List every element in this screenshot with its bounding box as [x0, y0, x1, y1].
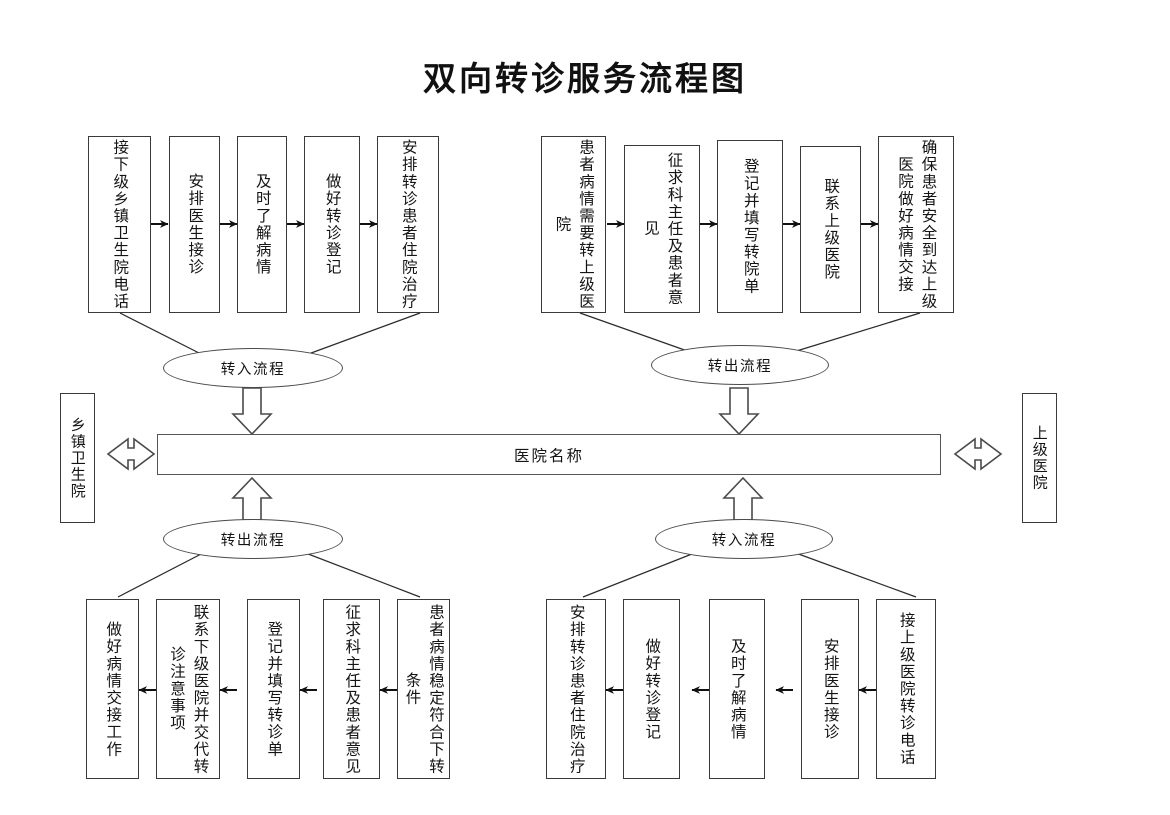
process-box-label: 安排转诊患者住院治疗	[567, 603, 586, 775]
block-arrow-down-right	[718, 387, 760, 436]
process-box-label: 接下级乡镇卫生院电话	[111, 139, 130, 310]
process-box-label: 做好病情交接工作	[104, 620, 123, 758]
double-arrow-right	[953, 437, 1003, 471]
process-box-top-right-5[interactable]: 确保患者安全到达上级医院做好病情交接	[878, 136, 954, 313]
process-box-label: 确保患者安全到达上级医院做好病情交接	[896, 139, 938, 310]
block-arrow-up-left	[231, 476, 273, 521]
process-box-label: 接上级医院转诊电话	[897, 612, 916, 766]
process-box-label: 联系上级医院	[822, 178, 841, 281]
process-box-bottom-right-1[interactable]: 安排转诊患者住院治疗	[546, 599, 606, 779]
process-box-bottom-right-2[interactable]: 做好转诊登记	[623, 599, 680, 779]
ellipse-transfer-out-top[interactable]: 转出流程	[651, 345, 829, 385]
process-box-label: 患者病情需要转上级医院	[553, 139, 596, 310]
process-box-label: 及时了解病情	[253, 173, 272, 276]
process-box-bottom-right-5[interactable]: 接上级医院转诊电话	[876, 599, 936, 779]
process-box-bottom-right-3[interactable]: 及时了解病情	[709, 599, 765, 779]
process-box-bottom-left-2[interactable]: 联系下级医院并交代转诊注意事项	[156, 599, 220, 779]
process-box-label: 征求科主任及患者意见	[642, 152, 684, 306]
process-box-label: 登记并填写转诊单	[265, 620, 284, 758]
side-box-label: 上级医院	[1030, 425, 1049, 491]
hospital-name-label: 医院名称	[513, 446, 584, 465]
process-box-top-left-4[interactable]: 做好转诊登记	[304, 136, 360, 313]
process-box-label: 安排医生接诊	[186, 173, 205, 276]
process-box-top-right-1[interactable]: 患者病情需要转上级医院	[541, 136, 606, 313]
ellipse-label: 转入流程	[220, 361, 286, 378]
process-box-label: 做好转诊登记	[643, 637, 662, 741]
process-box-bottom-left-5[interactable]: 患者病情稳定符合下转条件	[397, 599, 450, 779]
process-box-label: 做好转诊登记	[323, 173, 342, 276]
process-box-label: 及时了解病情	[728, 637, 747, 741]
process-box-bottom-left-4[interactable]: 征求科主任及患者意见	[323, 599, 380, 779]
process-box-label: 联系下级医院并交代转诊注意事项	[168, 603, 210, 775]
ellipse-transfer-in-bottom[interactable]: 转入流程	[655, 519, 833, 559]
process-box-top-left-3[interactable]: 及时了解病情	[237, 136, 287, 313]
hospital-name-bar[interactable]: 医院名称	[157, 434, 941, 475]
process-box-top-left-1[interactable]: 接下级乡镇卫生院电话	[88, 136, 151, 313]
ellipse-transfer-out-bottom[interactable]: 转出流程	[163, 519, 343, 559]
side-box-label: 乡镇卫生院	[68, 417, 87, 499]
double-arrow-left	[106, 437, 156, 471]
process-box-label: 安排转诊患者住院治疗	[399, 139, 418, 310]
process-box-label: 征求科主任及患者意见	[343, 603, 362, 775]
process-box-label: 登记并填写转院单	[741, 158, 760, 295]
process-box-label: 患者病情稳定符合下转条件	[403, 603, 446, 775]
page-title: 双向转诊服务流程图	[423, 59, 747, 98]
process-box-top-left-2[interactable]: 安排医生接诊	[169, 136, 220, 313]
ellipse-label: 转出流程	[220, 532, 286, 549]
side-box-township-clinic[interactable]: 乡镇卫生院	[60, 393, 95, 523]
ellipse-label: 转出流程	[707, 358, 773, 375]
ellipse-label: 转入流程	[711, 532, 777, 549]
process-box-label: 安排医生接诊	[821, 637, 840, 741]
process-box-top-right-2[interactable]: 征求科主任及患者意见	[624, 145, 700, 313]
block-arrow-down-left	[231, 387, 273, 436]
ellipse-transfer-in-top[interactable]: 转入流程	[163, 348, 343, 388]
block-arrow-up-right	[722, 476, 764, 521]
process-box-bottom-right-4[interactable]: 安排医生接诊	[801, 599, 859, 779]
process-box-top-right-4[interactable]: 联系上级医院	[800, 146, 861, 313]
process-box-bottom-left-1[interactable]: 做好病情交接工作	[86, 599, 139, 779]
process-box-top-left-5[interactable]: 安排转诊患者住院治疗	[377, 136, 439, 313]
side-box-upper-hospital[interactable]: 上级医院	[1022, 393, 1057, 523]
process-box-bottom-left-3[interactable]: 登记并填写转诊单	[247, 599, 300, 779]
process-box-top-right-3[interactable]: 登记并填写转院单	[717, 140, 783, 313]
